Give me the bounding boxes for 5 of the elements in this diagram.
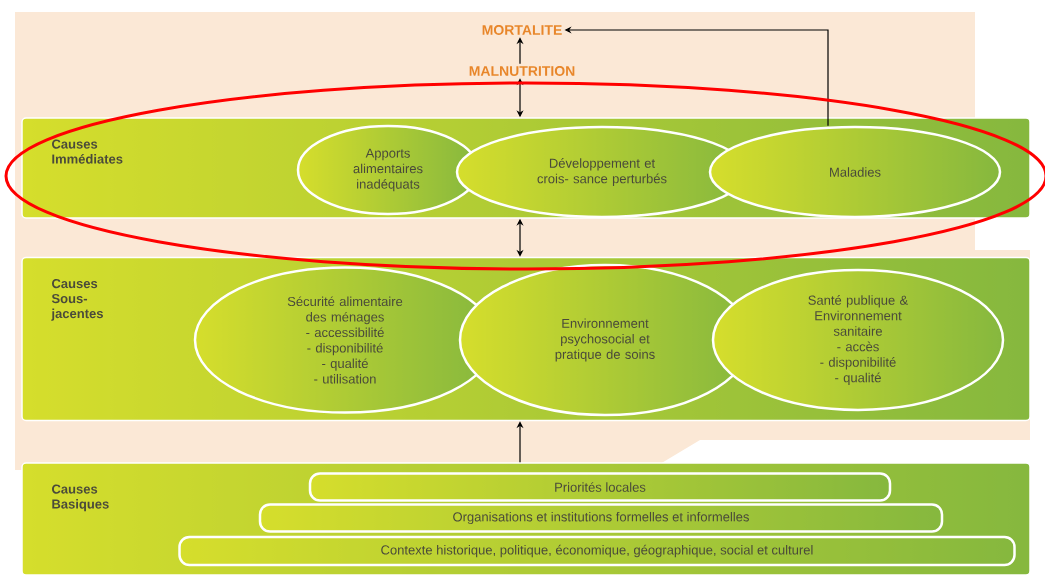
pill: Organisations et institutions formelles et informelles	[258, 503, 944, 533]
pill: Contexte historique, politique, économique, géographique, social et culturel	[178, 535, 1016, 567]
heading-text: MALNUTRITION	[469, 66, 575, 76]
heading-text: MORTALITE	[482, 25, 562, 35]
pill: Priorités locales	[308, 472, 892, 502]
